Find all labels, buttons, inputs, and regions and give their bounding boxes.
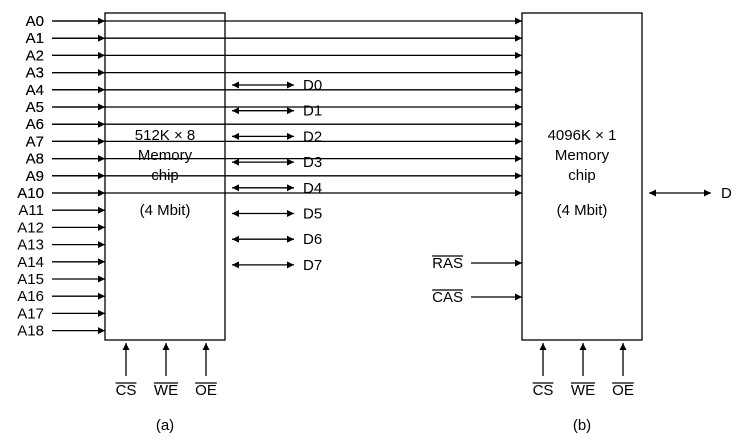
address-pin-label: A3 xyxy=(26,65,44,82)
caption-b: (b) xyxy=(573,417,591,434)
caption-a: (a) xyxy=(156,417,174,434)
address-pin-label: A0 xyxy=(26,13,44,30)
chip-b-line-3: chip xyxy=(568,167,596,184)
chip-b-line-1: 4096K × 1 xyxy=(548,127,617,144)
control-pin-label: OE xyxy=(195,382,217,399)
control-pin-label: WE xyxy=(571,382,595,399)
address-pin-label: A12 xyxy=(17,219,44,236)
data-pin-label: D xyxy=(721,185,732,202)
address-pin-label: A0 xyxy=(26,13,44,30)
chip-a-line-2: Memory xyxy=(138,147,193,164)
address-pin-label: A7 xyxy=(26,133,44,150)
data-pin-label: D3 xyxy=(303,154,322,171)
chip-b-line-2: Memory xyxy=(555,147,610,164)
control-pin-label: OE xyxy=(612,382,634,399)
address-pin-label: A6 xyxy=(26,116,44,133)
address-pin-label: A9 xyxy=(26,168,44,185)
chip-b-body xyxy=(521,12,643,341)
control-pin-label: WE xyxy=(154,382,178,399)
chip-a-line-4: (4 Mbit) xyxy=(140,202,191,219)
chip-b-strobe-pins: RAS CAS xyxy=(432,255,522,306)
address-pin-label: A13 xyxy=(17,237,44,254)
address-pin-label: A16 xyxy=(17,288,44,305)
chip-b-line-4: (4 Mbit) xyxy=(557,202,608,219)
address-pin-label: A1 xyxy=(26,30,44,47)
data-pin-label: D1 xyxy=(303,103,322,120)
address-pin-label: A7 xyxy=(26,133,44,150)
address-pin-label: A10 xyxy=(17,185,44,202)
data-pin-label: D2 xyxy=(303,128,322,145)
address-pin-label: A14 xyxy=(17,254,44,271)
chip-a-body xyxy=(104,12,226,341)
chip-a-line-1: 512K × 8 xyxy=(135,127,195,144)
chip-a-control-pins: CS WE OE xyxy=(115,343,217,399)
address-pin-label: A4 xyxy=(26,82,44,99)
address-pin-label: A11 xyxy=(18,202,44,219)
address-pin-label: A1 xyxy=(26,30,44,47)
data-pin-label: D0 xyxy=(303,77,322,94)
chip-b-control-pins: CS WE OE xyxy=(532,343,634,399)
data-pin-label: D4 xyxy=(303,180,322,197)
address-pin-label: A3 xyxy=(26,65,44,82)
address-pin-label: A9 xyxy=(26,168,44,185)
address-pin-label: A10 xyxy=(17,185,44,202)
address-pin-label: A2 xyxy=(26,47,44,64)
address-pin-label: A5 xyxy=(26,99,44,116)
address-pin-label: A8 xyxy=(26,151,44,168)
address-pin-label: A4 xyxy=(26,82,44,99)
chip-b-data-pins: D xyxy=(649,185,732,202)
diagram-a: 512K × 8 Memory chip (4 Mbit) A0A1A2A3A4… xyxy=(17,12,322,434)
address-pin-label: A2 xyxy=(26,47,44,64)
data-pin-label: D6 xyxy=(303,231,322,248)
diagram-b: 4096K × 1 Memory chip (4 Mbit) A0A1A2A3A… xyxy=(17,12,732,434)
address-pin-label: A8 xyxy=(26,151,44,168)
control-pin-label: CS xyxy=(116,382,137,399)
data-pin-label: D5 xyxy=(303,206,322,223)
strobe-pin-label: CAS xyxy=(432,289,463,306)
address-pin-label: A17 xyxy=(17,305,44,322)
strobe-pin-label: RAS xyxy=(432,255,463,272)
control-pin-label: CS xyxy=(533,382,554,399)
address-pin-label: A18 xyxy=(17,323,44,340)
address-pin-label: A15 xyxy=(17,271,44,288)
data-pin-label: D7 xyxy=(303,257,322,274)
address-pin-label: A5 xyxy=(26,99,44,116)
address-pin-label: A6 xyxy=(26,116,44,133)
